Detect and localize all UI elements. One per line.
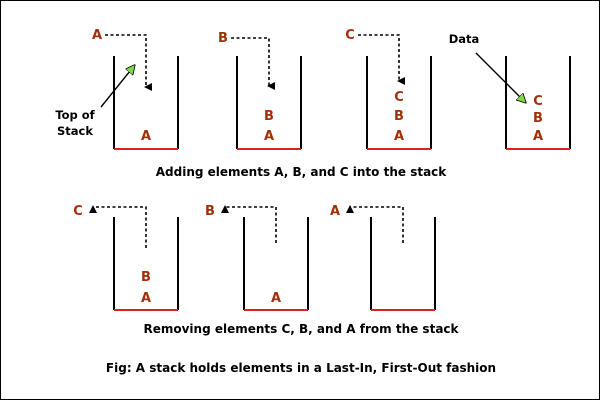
pop-arrow [221, 205, 277, 243]
top-of-stack-pointer-icon [100, 66, 134, 108]
stack-element: A [264, 129, 274, 144]
removing-caption: Removing elements C, B, and A from the s… [143, 322, 459, 336]
outgoing-element-c: C [73, 204, 83, 219]
stack-element: B [141, 270, 151, 285]
push-arrow [105, 34, 152, 91]
stack-walls [370, 217, 436, 310]
stack-walls [243, 217, 309, 310]
figure-caption: Fig: A stack holds elements in a Last-In… [105, 361, 497, 375]
stack-element: A [394, 129, 404, 144]
pop-arrow [89, 205, 147, 248]
top-of-stack-label-line1: Top of [55, 108, 95, 122]
outgoing-element-a: A [330, 204, 340, 219]
top-of-stack-label-line2: Stack [57, 124, 93, 138]
outgoing-element-b: B [205, 204, 215, 219]
adding-caption: Adding elements A, B, and C into the sta… [155, 165, 447, 179]
add-stack-4: A B C [505, 56, 571, 150]
add-stack-3: A B C [366, 56, 432, 150]
stack-element: B [394, 109, 404, 124]
stack-element: A [533, 129, 543, 144]
incoming-element-b: B [218, 31, 228, 46]
stack-element: B [264, 109, 274, 124]
incoming-element-a: A [92, 28, 102, 43]
remove-stack-2: A [243, 217, 309, 311]
data-pointer-icon [475, 52, 525, 102]
stack-element: B [533, 111, 543, 126]
stack-element: A [271, 291, 281, 306]
stack-walls [113, 56, 179, 149]
pop-arrow [346, 205, 404, 243]
add-stack-1: A [113, 56, 179, 150]
push-arrow [231, 37, 275, 90]
stack-element: A [141, 291, 151, 306]
remove-stack-1: A B [113, 217, 179, 311]
incoming-element-c: C [345, 28, 355, 43]
push-arrow [358, 34, 405, 85]
stack-walls [236, 56, 302, 149]
remove-stack-3 [370, 217, 436, 311]
stack-element: A [141, 129, 151, 144]
add-stack-2: A B [236, 56, 302, 150]
stack-walls [113, 217, 179, 310]
stack-walls [505, 56, 571, 149]
stack-element: C [533, 94, 543, 109]
stack-walls [366, 56, 432, 149]
stack-element: C [394, 90, 404, 105]
data-label: Data [449, 32, 480, 46]
